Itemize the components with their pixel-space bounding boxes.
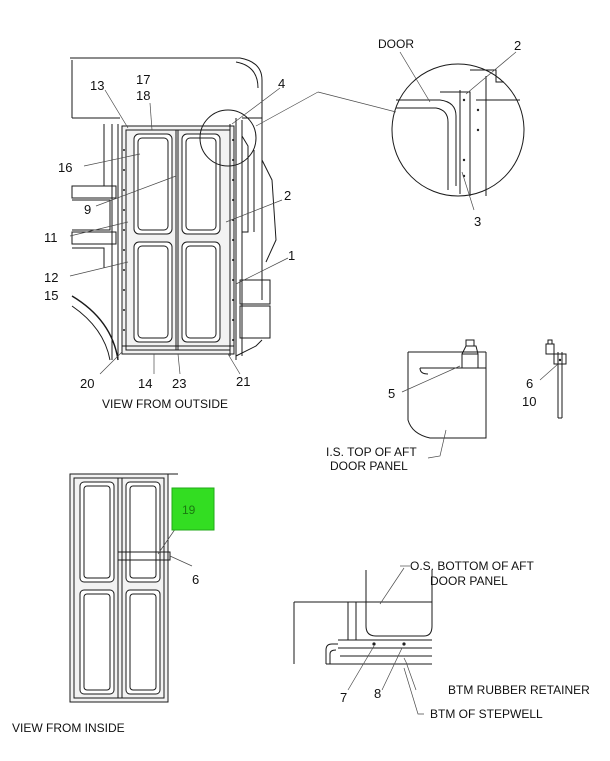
callout-14[interactable]: 14 (138, 376, 152, 391)
bottom-aft-panel-caption-line1: O.S. BOTTOM OF AFT (410, 559, 534, 573)
rubber-retainer-label: BTM RUBBER RETAINER (448, 683, 590, 697)
callout-13[interactable]: 13 (90, 78, 104, 93)
callout-1[interactable]: 1 (288, 248, 295, 263)
callout-6-inside[interactable]: 6 (192, 572, 199, 587)
top-aft-panel-drawing (401, 339, 487, 459)
caption-labels: VIEW FROM OUTSIDE I.S. TOP OF AFT DOOR P… (12, 397, 590, 735)
detail-circle-drawing (255, 51, 525, 211)
top-aft-panel-caption-line1: I.S. TOP OF AFT (326, 445, 417, 459)
part-19-highlight[interactable] (171, 487, 215, 531)
callout-3[interactable]: 3 (474, 214, 481, 229)
top-aft-panel-caption-line2: DOOR PANEL (330, 459, 408, 473)
callout-23[interactable]: 23 (172, 376, 186, 391)
door-label: DOOR (378, 37, 414, 51)
callout-2[interactable]: 2 (284, 188, 291, 203)
callout-10[interactable]: 10 (522, 394, 536, 409)
bottom-aft-panel-drawing (293, 567, 433, 715)
callout-21[interactable]: 21 (236, 374, 250, 389)
callout-labels: 13 17 18 4 16 9 2 11 1 12 15 20 14 23 21… (44, 37, 536, 705)
callout-2-detail[interactable]: 2 (514, 38, 521, 53)
inside-view-drawing (69, 473, 193, 703)
view-from-outside-caption: VIEW FROM OUTSIDE (102, 397, 228, 411)
stepwell-label: BTM OF STEPWELL (430, 707, 543, 721)
hinge-detail-drawing (539, 339, 567, 419)
callout-11[interactable]: 11 (44, 230, 58, 245)
bottom-aft-panel-caption-line2: DOOR PANEL (430, 574, 508, 588)
outside-leaders (69, 87, 289, 375)
callout-4[interactable]: 4 (278, 76, 285, 91)
callout-8[interactable]: 8 (374, 686, 381, 701)
callout-7[interactable]: 7 (340, 690, 347, 705)
callout-16[interactable]: 16 (58, 160, 72, 175)
callout-12[interactable]: 12 (44, 270, 58, 285)
callout-18[interactable]: 18 (136, 88, 150, 103)
view-from-inside-caption: VIEW FROM INSIDE (12, 721, 125, 735)
callout-6[interactable]: 6 (526, 376, 533, 391)
callout-15[interactable]: 15 (44, 288, 58, 303)
callout-20[interactable]: 20 (80, 376, 94, 391)
callout-5[interactable]: 5 (388, 386, 395, 401)
callout-19[interactable]: 19 (182, 503, 196, 517)
callout-17[interactable]: 17 (136, 72, 150, 87)
callout-9[interactable]: 9 (84, 202, 91, 217)
outside-view-drawing (70, 57, 277, 361)
